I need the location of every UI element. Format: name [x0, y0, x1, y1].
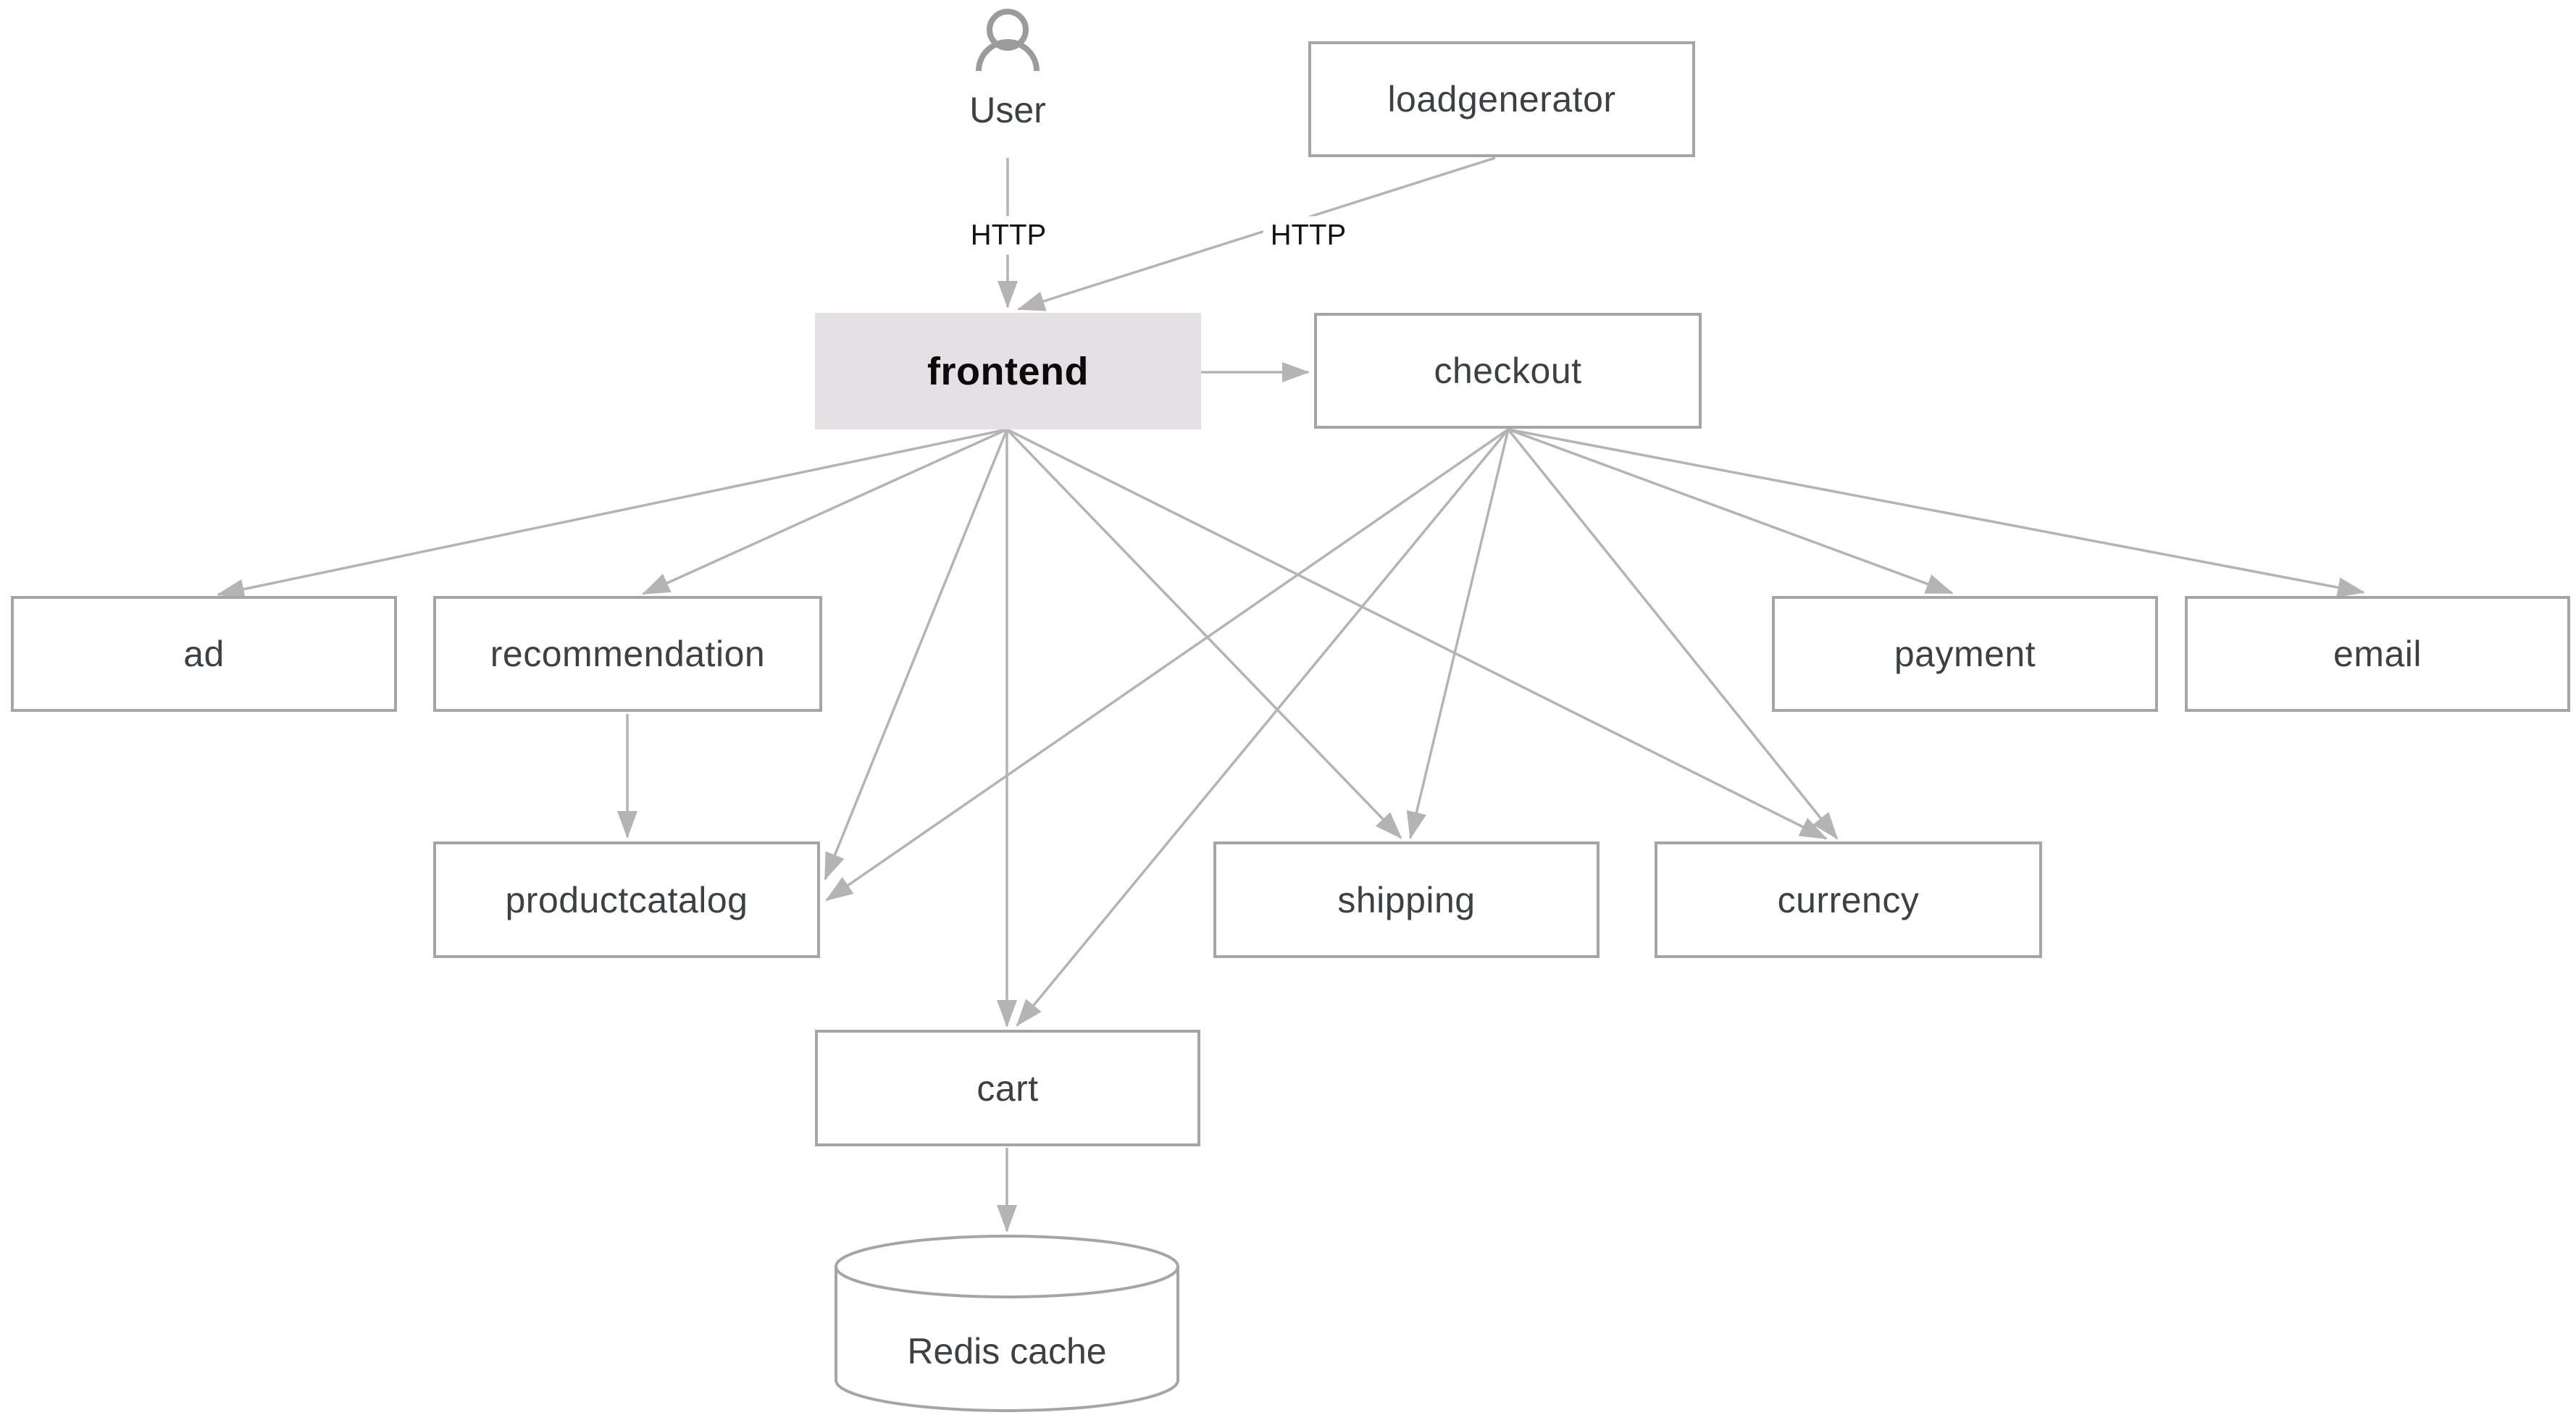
edge-frontend-currency — [1006, 428, 1828, 840]
node-currency-label: currency — [1777, 879, 1920, 920]
node-checkout[interactable]: checkout — [1314, 313, 1702, 429]
user-label: User — [969, 90, 1046, 130]
edge-checkout-productcatalog — [825, 428, 1509, 902]
node-loadgenerator[interactable]: loadgenerator — [1308, 41, 1695, 157]
edge-checkout-currency — [1507, 428, 1839, 840]
edge-checkout-cart — [1016, 428, 1510, 1027]
node-productcatalog[interactable]: productcatalog — [433, 841, 820, 958]
node-ad-label: ad — [183, 634, 225, 674]
edge-checkout-payment — [1507, 428, 1954, 595]
node-email-label: email — [2333, 634, 2422, 674]
edge-frontend-shipping — [1005, 428, 1402, 839]
node-checkout-label: checkout — [1434, 350, 1582, 391]
user-icon — [976, 9, 1040, 72]
node-shipping-label: shipping — [1337, 879, 1476, 920]
node-loadgenerator-label: loadgenerator — [1387, 79, 1616, 119]
node-redis-label: Redis cache — [907, 1331, 1107, 1372]
node-frontend-label: frontend — [927, 349, 1089, 393]
edge-frontend-ad — [217, 428, 1008, 600]
node-currency[interactable]: currency — [1655, 841, 2042, 958]
node-payment-label: payment — [1894, 634, 2036, 674]
edge-checkout-email — [1507, 428, 2365, 598]
node-cart-label: cart — [977, 1067, 1039, 1109]
node-email[interactable]: email — [2185, 596, 2570, 712]
node-recommendation-label: recommendation — [490, 634, 766, 674]
node-cart[interactable]: cart — [815, 1030, 1200, 1146]
node-productcatalog-label: productcatalog — [505, 879, 748, 920]
edge-checkout-shipping — [1406, 429, 1510, 839]
edge-frontend-recommendation — [642, 428, 1008, 595]
node-frontend[interactable]: frontend — [815, 313, 1201, 429]
node-payment[interactable]: payment — [1772, 596, 2158, 712]
http-label-user-edge: HTTP — [963, 216, 1054, 255]
http-label-loadgenerator-edge: HTTP — [1263, 216, 1354, 255]
node-shipping[interactable]: shipping — [1213, 841, 1599, 958]
redis-cylinder[interactable] — [835, 1235, 1179, 1412]
node-recommendation[interactable]: recommendation — [433, 596, 822, 712]
edge-loadgenerator-frontend — [1017, 156, 1496, 311]
node-ad[interactable]: ad — [11, 596, 397, 712]
edge-frontend-productcatalog — [824, 429, 1008, 881]
